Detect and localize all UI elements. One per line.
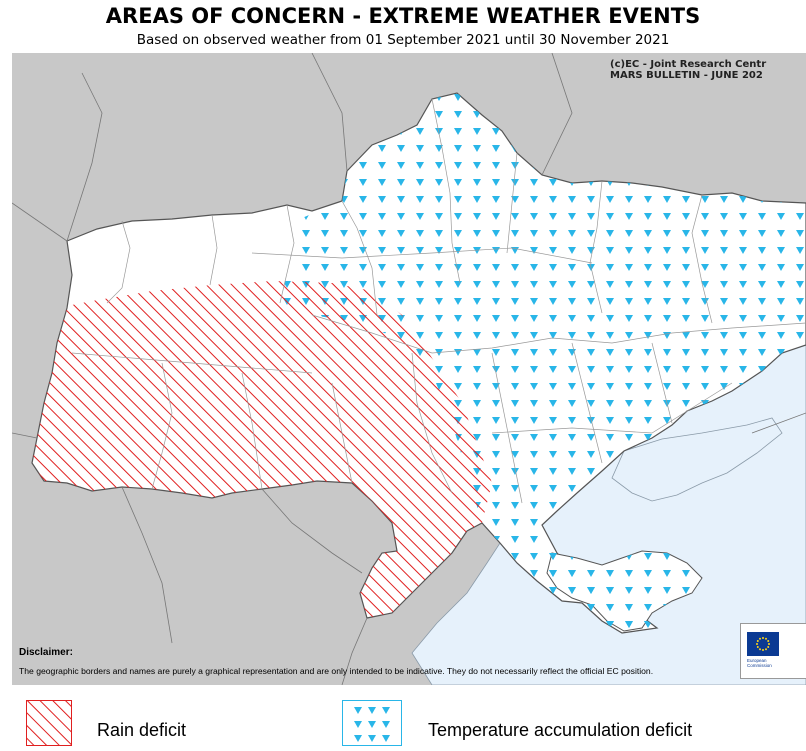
rain-deficit-layer bbox=[32, 281, 492, 618]
disclaimer-title: Disclaimer: bbox=[19, 647, 73, 658]
eu-logo-text-line-2: Commission bbox=[747, 663, 772, 668]
credit-line-1: (c)EC - Joint Research Centr bbox=[610, 59, 767, 70]
rain-deficit-swatch-icon bbox=[26, 700, 72, 746]
map-title: AREAS OF CONCERN - EXTREME WEATHER EVENT… bbox=[105, 4, 701, 28]
region-borders bbox=[71, 98, 806, 504]
temperature-deficit-swatch-icon bbox=[342, 700, 402, 746]
legend-label-temperature-deficit: Temperature accumulation deficit bbox=[428, 720, 693, 740]
legend-label-rain-deficit: Rain deficit bbox=[97, 720, 187, 740]
eu-logo-text: European Commission bbox=[747, 658, 797, 668]
crimea-temperature-deficit bbox=[547, 551, 702, 631]
eu-flag-icon bbox=[747, 632, 779, 656]
map-credit: (c)EC - Joint Research Centr MARS BULLET… bbox=[610, 59, 806, 81]
eu-logo-text-line-1: European bbox=[747, 658, 767, 663]
map-subtitle: Based on observed weather from 01 Septem… bbox=[136, 32, 670, 48]
neighbour-borders bbox=[12, 53, 806, 685]
weather-map bbox=[12, 53, 806, 685]
azov-sea bbox=[611, 417, 783, 502]
map-frame: (c)EC - Joint Research Centr MARS BULLET… bbox=[12, 53, 806, 685]
credit-line-2: MARS BULLETIN - JUNE 202 bbox=[610, 70, 763, 81]
european-commission-logo: European Commission bbox=[740, 623, 806, 679]
disclaimer-text: The geographic borders and names are pur… bbox=[19, 666, 654, 676]
